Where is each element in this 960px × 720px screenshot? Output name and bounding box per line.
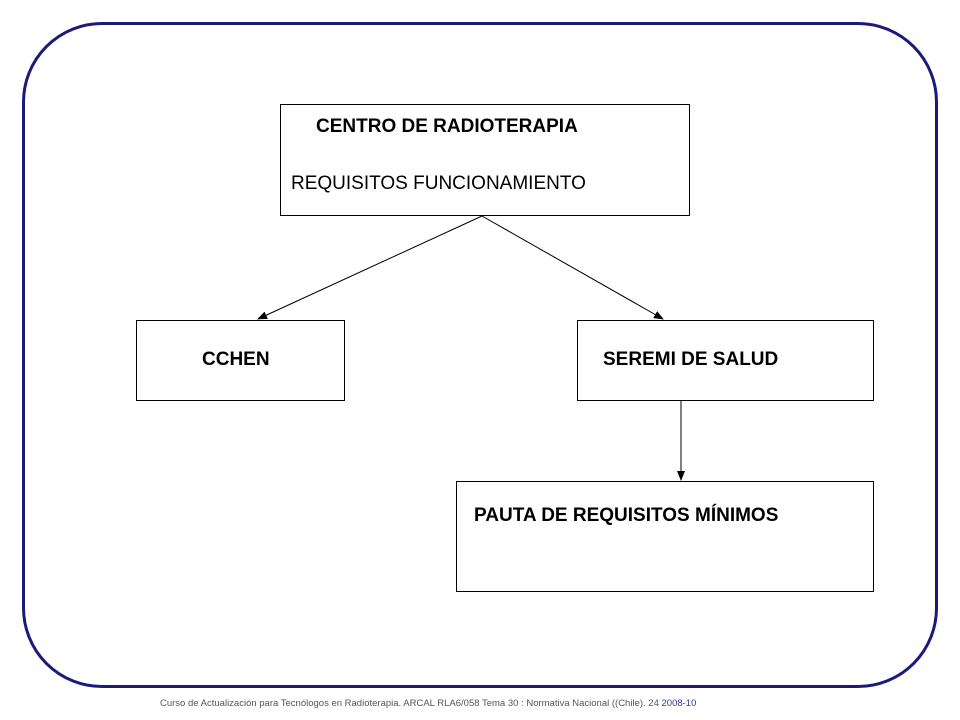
node-centro-title: CENTRO DE RADIOTERAPIA (316, 116, 578, 137)
arrow-top-to-cchen (257, 215, 483, 320)
node-pauta-label: PAUTA DE REQUISITOS MÍNIMOS (474, 505, 779, 526)
footer-date: 2008-10 (661, 698, 697, 709)
footer-text: Curso de Actualización para Tecnólogos e… (160, 698, 659, 709)
footer: Curso de Actualización para Tecnólogos e… (160, 698, 696, 709)
arrow-top-to-seremi (481, 215, 664, 320)
node-centro-subtitle: REQUISITOS FUNCIONAMIENTO (291, 173, 586, 194)
node-pauta (456, 481, 874, 592)
node-seremi-label: SEREMI DE SALUD (603, 349, 779, 370)
node-seremi (577, 320, 874, 401)
node-cchen-label: CCHEN (202, 349, 270, 370)
node-cchen (136, 320, 345, 401)
node-centro-radioterapia (280, 104, 690, 216)
